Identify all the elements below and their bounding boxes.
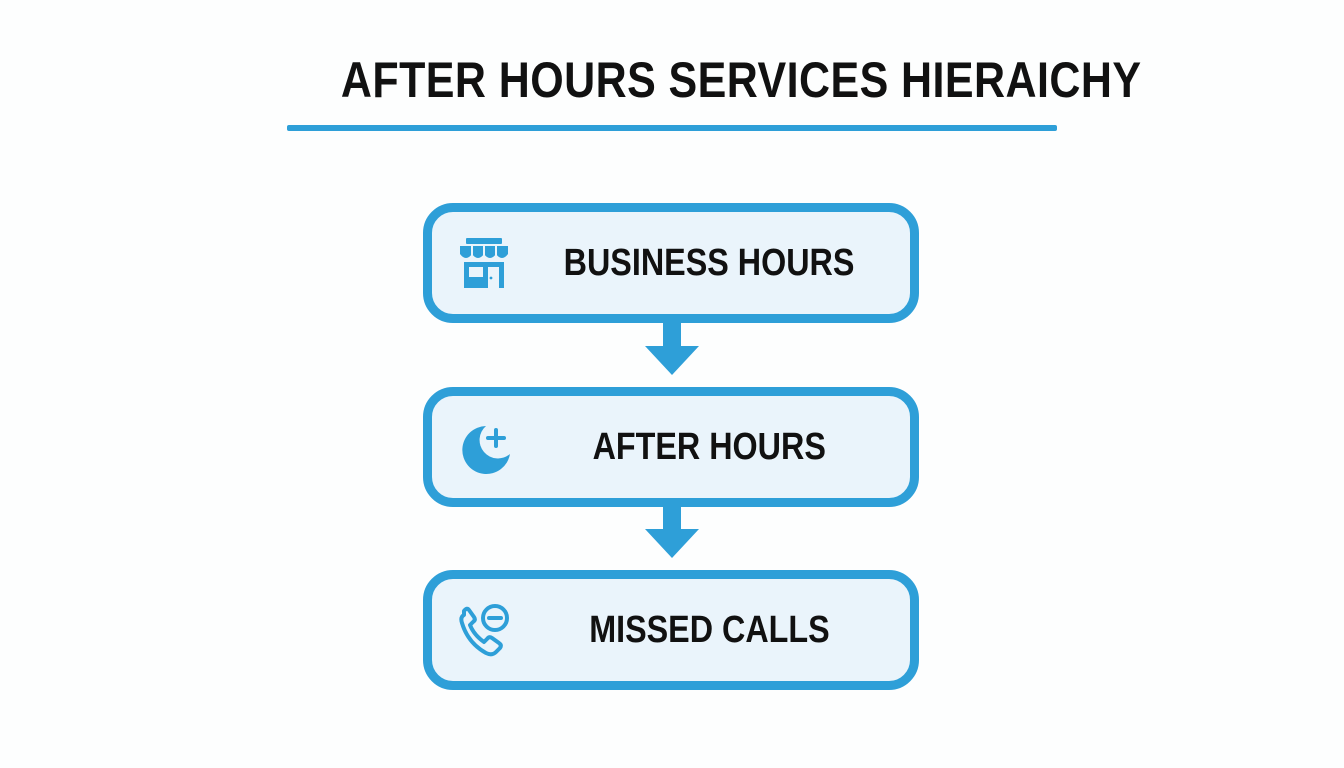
title-underline (287, 125, 1057, 131)
node-business-hours: BUSINESS HOURS (423, 203, 919, 323)
diagram-title: AFTER HOURS SERVICES HIERAICHY (340, 52, 1142, 108)
storefront-icon (460, 238, 508, 288)
node-label: AFTER HOURS (592, 425, 826, 468)
node-label: MISSED CALLS (588, 608, 830, 651)
moon-plus-icon (462, 426, 510, 474)
phone-minus-icon (459, 604, 509, 657)
node-after-hours: AFTER HOURS (423, 387, 919, 507)
arrow-down-icon (645, 320, 699, 375)
node-label: BUSINESS HOURS (563, 241, 855, 284)
arrow-down-icon (645, 503, 699, 558)
node-missed-calls: MISSED CALLS (423, 570, 919, 690)
